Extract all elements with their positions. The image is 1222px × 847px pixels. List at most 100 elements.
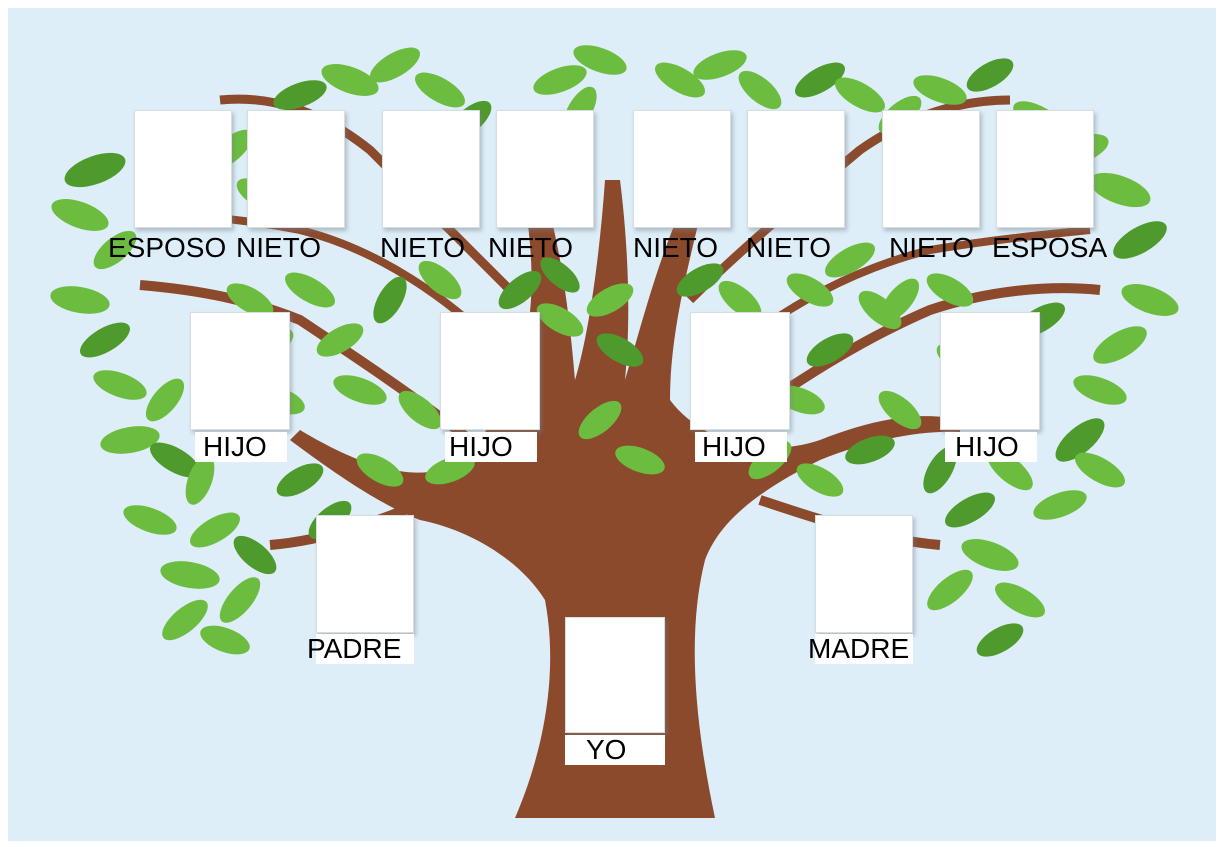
leaf [976, 623, 1024, 657]
leaf [966, 58, 1014, 92]
label-hijo-3: HIJO [702, 431, 766, 462]
leaf [796, 463, 844, 497]
leaf [1113, 221, 1167, 259]
tree-trunk [290, 165, 960, 818]
leaf [795, 62, 845, 98]
leaf [1089, 172, 1151, 208]
leaf [415, 72, 465, 108]
label-hijo-1: HIJO [203, 431, 267, 462]
leaf [273, 80, 327, 110]
label-esposa: ESPOSA [992, 232, 1108, 263]
leaf [276, 463, 324, 497]
photo-frame-esposa [996, 110, 1094, 228]
leaf [878, 390, 922, 430]
leaf [1073, 375, 1127, 405]
branch-left-top [219, 94, 524, 304]
leaf [233, 535, 277, 575]
photo-frame-nieto-1 [247, 110, 345, 228]
leaf [219, 577, 261, 623]
leaf [586, 283, 634, 317]
leaf [50, 286, 110, 314]
leaf [995, 582, 1045, 618]
leaf [80, 322, 130, 358]
leaf [533, 65, 587, 95]
label-madre: MADRE [808, 633, 910, 664]
leaf [333, 375, 387, 405]
leaf [718, 280, 762, 320]
leaf [285, 272, 335, 308]
leaf [373, 276, 407, 324]
label-bg-madre [815, 634, 913, 664]
leaf [498, 270, 542, 310]
leaf [880, 278, 920, 322]
leaves-group [50, 45, 1179, 657]
leaf [573, 45, 627, 75]
leaf [961, 539, 1019, 571]
leaf [226, 283, 274, 317]
photo-frame-esposo [134, 110, 232, 228]
leaf [676, 263, 724, 297]
leaf [1033, 490, 1087, 520]
leaf [356, 453, 404, 487]
photo-frame-madre [815, 515, 913, 633]
leaf [200, 625, 250, 655]
leaf [316, 323, 364, 357]
branch-right-top [686, 95, 1011, 304]
leaf [1075, 452, 1125, 488]
leaf [418, 260, 462, 300]
leaf [150, 442, 200, 478]
leaf [806, 333, 854, 367]
label-nieto-4: NIETO [633, 232, 719, 263]
leaf [845, 435, 895, 465]
label-bg-hijo-4 [945, 432, 1037, 462]
photo-frame-nieto-3 [496, 110, 594, 228]
leaf [926, 273, 974, 307]
branch-right-mid [737, 283, 1101, 425]
leaf [835, 77, 885, 113]
label-hijo-2: HIJO [449, 431, 513, 462]
leaf [615, 445, 665, 475]
leaf [321, 64, 379, 96]
leaf [927, 569, 973, 611]
leaf [185, 455, 215, 505]
label-bg-padre [316, 634, 414, 664]
leaf [540, 257, 580, 293]
label-bg-hijo-3 [695, 432, 787, 462]
label-hijo-4: HIJO [955, 431, 1019, 462]
label-nieto-6: NIETO [889, 232, 975, 263]
leaf [596, 333, 644, 367]
label-nieto-1: NIETO [236, 232, 322, 263]
label-nieto-2: NIETO [380, 232, 466, 263]
leaf [162, 599, 208, 641]
leaf [913, 75, 967, 105]
leaf [145, 378, 185, 422]
leaf [1121, 284, 1179, 316]
leaf [1055, 418, 1105, 462]
leaf [398, 390, 442, 430]
label-yo: YO [586, 734, 627, 765]
label-bg-hijo-1 [195, 432, 287, 462]
leaf [93, 370, 147, 400]
photo-frame-padre [316, 515, 414, 633]
photo-frame-yo [565, 617, 665, 733]
leaf [93, 230, 137, 270]
leaf [578, 400, 622, 440]
leaf [160, 561, 220, 589]
leaf [190, 512, 240, 548]
leaf [51, 199, 109, 231]
photo-frame-hijo-3 [690, 312, 790, 430]
label-padre: PADRE [307, 633, 402, 664]
photo-frame-hijo-4 [940, 312, 1040, 430]
leaf [945, 492, 995, 528]
leaf [536, 303, 584, 337]
leaf [786, 273, 834, 307]
photo-frame-nieto-6 [882, 110, 980, 228]
label-nieto-5: NIETO [746, 232, 832, 263]
photo-frame-hijo-1 [190, 312, 290, 430]
photo-frame-nieto-2 [382, 110, 480, 228]
photo-frame-hijo-2 [440, 312, 540, 430]
leaf [738, 70, 782, 110]
leaf [693, 50, 747, 80]
leaf [370, 47, 420, 83]
